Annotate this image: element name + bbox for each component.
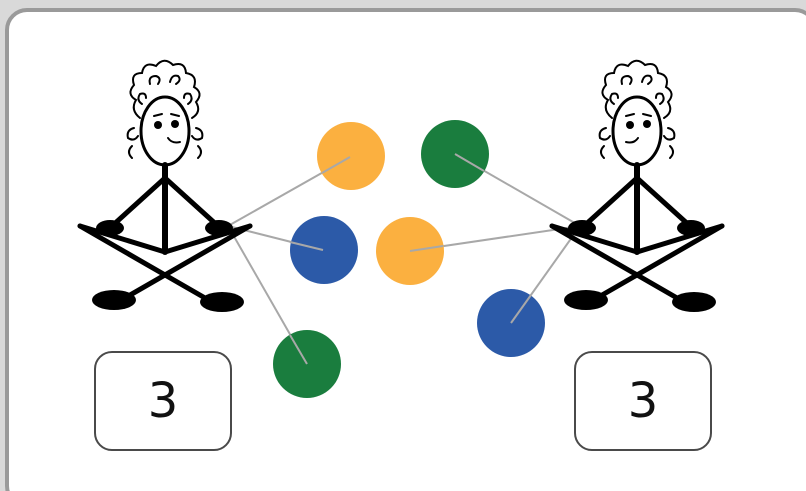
- curly-hair: [126, 59, 204, 159]
- curly-hair: [598, 59, 676, 159]
- marbles: [273, 120, 545, 398]
- head: [139, 95, 191, 167]
- count-value-left: 3: [147, 373, 179, 429]
- smile: [167, 137, 181, 144]
- eye: [154, 121, 162, 129]
- marble-blue-left: [290, 216, 358, 284]
- marble-orange-left: [317, 122, 385, 190]
- connector-ends: [289, 153, 532, 365]
- stick-figure-right: [549, 59, 725, 312]
- eye: [171, 120, 179, 128]
- smile: [625, 137, 639, 144]
- stick-figure-left: [77, 59, 253, 312]
- count-box-left: 3: [94, 351, 232, 451]
- count-box-right: 3: [574, 351, 712, 451]
- head: [611, 95, 663, 167]
- eye: [643, 120, 651, 128]
- eye: [626, 121, 634, 129]
- count-value-right: 3: [627, 373, 659, 429]
